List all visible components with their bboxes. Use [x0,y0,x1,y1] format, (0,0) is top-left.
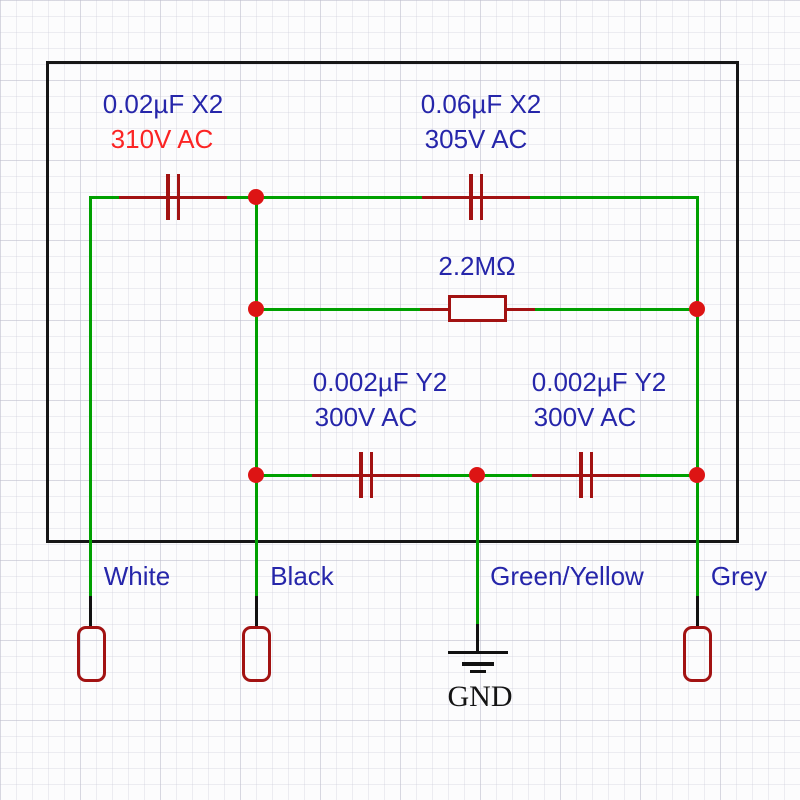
capacitor-x2-2-voltage-label: 305V AC [424,124,528,154]
wire-ground-vertical [475,473,479,625]
capacitor-plate [369,452,373,498]
junction-dot [469,467,485,483]
capacitor-plate [359,452,363,498]
grey-terminal [683,626,712,682]
capacitor-lead [312,473,420,477]
junction-dot [248,189,264,205]
capacitor-lead [532,473,640,477]
enclosure-outline [46,61,739,543]
grey-wire-label: Grey [710,561,768,591]
ground-symbol-bar [462,662,494,666]
ground-symbol-bar [448,650,508,654]
capacitor-x2-1-voltage-label: 310V AC [110,124,214,154]
ground-label: GND [447,680,513,713]
capacitor-y2-2 [532,452,640,498]
capacitor-x2-2-value-label: 0.06µF X2 [420,89,542,119]
capacitor-x2-2 [422,174,530,220]
junction-dot [248,467,264,483]
capacitor-y2-1-value-label: 0.002µF Y2 [312,367,448,397]
grey-terminal-stub [695,596,699,627]
wire-top-rail [88,195,699,199]
black-wire-label: Black [270,561,334,591]
resistor-body [448,295,507,322]
ground-symbol-bar [470,669,486,673]
capacitor-y2-1-voltage-label: 300V AC [314,402,418,432]
capacitor-lead [119,195,227,199]
resistor [420,295,535,322]
junction-dot [248,301,264,317]
capacitor-x2-1-value-label: 0.02µF X2 [102,89,224,119]
capacitor-plate [589,452,593,498]
capacitor-lead [422,195,530,199]
capacitor-plate [176,174,180,220]
junction-dot [689,467,705,483]
resistor-value-label: 2.2MΩ [438,251,516,281]
ground-stub [475,624,479,652]
capacitor-y2-2-voltage-label: 300V AC [533,402,637,432]
junction-dot [689,301,705,317]
black-terminal-stub [254,596,258,627]
wire-black-vertical [254,195,258,597]
capacitor-plate [469,174,473,220]
white-wire-label: White [103,561,171,591]
white-terminal-stub [88,596,92,627]
capacitor-y2-2-value-label: 0.002µF Y2 [531,367,667,397]
capacitor-y2-1 [312,452,420,498]
capacitor-plate [579,452,583,498]
wire-white-vertical [88,195,92,597]
wire-grey-vertical [695,195,699,597]
black-terminal [242,626,271,682]
capacitor-x2-1 [119,174,227,220]
white-terminal [77,626,106,682]
capacitor-plate [166,174,170,220]
capacitor-plate [479,174,483,220]
green-yellow-wire-label: Green/Yellow [490,561,644,591]
